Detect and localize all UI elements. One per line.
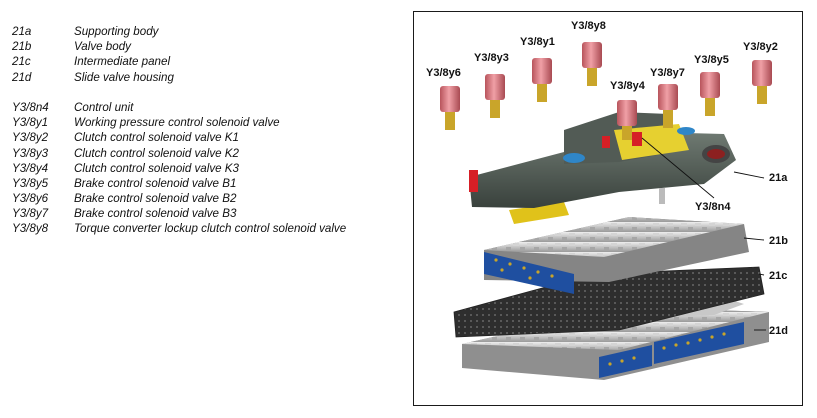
legend-code: Y3/8y4: [12, 161, 49, 175]
legend-desc: Clutch control solenoid valve K1: [74, 131, 239, 145]
legend-code: 21d: [12, 70, 32, 84]
legend-code: Y3/8y3: [12, 146, 49, 160]
legend-row-y3-8y7: Y3/8y7 Brake control solenoid valve B3: [12, 206, 346, 221]
legend-code: Y3/8y8: [12, 222, 49, 236]
exploded-view-figure: Y3/8y6 Y3/8y3 Y3/8y1 Y3/8y8 Y3/8y4 Y3/8y…: [413, 11, 803, 406]
exploded-view-drawing: Y3/8y6 Y3/8y3 Y3/8y1 Y3/8y8 Y3/8y4 Y3/8y…: [426, 20, 788, 380]
label-y3-8y4: Y3/8y4: [610, 80, 646, 92]
legend-desc: Clutch control solenoid valve K3: [74, 161, 239, 175]
legend-code: Y3/8y6: [12, 192, 49, 206]
label-y3-8n4: Y3/8n4: [695, 201, 731, 213]
label-21c: 21c: [769, 270, 787, 282]
legend-desc: Slide valve housing: [74, 70, 174, 84]
legend-desc: Intermediate panel: [74, 55, 171, 69]
legend: 21a Supporting body 21b Valve body 21c I…: [12, 24, 346, 237]
leader-line-21a: [733, 171, 765, 179]
solenoid-valve-y3-8y4: [617, 100, 637, 140]
leader-line-21c: [758, 273, 765, 276]
legend-desc: Control unit: [74, 100, 134, 114]
legend-row-y3-8n4: Y3/8n4 Control unit: [12, 100, 346, 115]
legend-desc: Brake control solenoid valve B2: [74, 192, 237, 206]
legend-code: Y3/8y5: [12, 176, 49, 190]
label-y3-8y1: Y3/8y1: [520, 36, 555, 48]
valve-body-21b: [484, 202, 749, 294]
legend-desc: Valve body: [74, 40, 131, 54]
label-y3-8y7: Y3/8y7: [650, 67, 685, 79]
legend-desc: Torque converter lockup clutch control s…: [74, 222, 347, 236]
legend-desc: Brake control solenoid valve B3: [74, 207, 237, 221]
leader-lines: [641, 137, 766, 331]
legend-row-y3-8y6: Y3/8y6 Brake control solenoid valve B2: [12, 191, 346, 206]
label-y3-8y5: Y3/8y5: [694, 54, 729, 66]
legend-code: Y3/8y2: [12, 131, 49, 145]
legend-code: 21a: [12, 25, 32, 38]
label-21b: 21b: [769, 235, 788, 247]
label-y3-8y8: Y3/8y8: [571, 20, 606, 32]
label-y3-8y2: Y3/8y2: [743, 41, 778, 53]
legend-code: Y3/8y1: [12, 116, 49, 130]
legend-row-y3-8y5: Y3/8y5 Brake control solenoid valve B1: [12, 176, 346, 191]
legend-desc: Clutch control solenoid valve K2: [74, 146, 239, 160]
legend-row-y3-8y8: Y3/8y8 Torque converter lockup clutch co…: [12, 221, 346, 236]
solenoid-valve-y3-8y8: [582, 42, 602, 86]
legend-code: 21c: [12, 55, 31, 69]
legend-desc: Supporting body: [74, 25, 159, 38]
leader-line-21b: [743, 237, 765, 241]
label-y3-8y6: Y3/8y6: [426, 67, 461, 79]
legend-row-y3-8y4: Y3/8y4 Clutch control solenoid valve K3: [12, 161, 346, 176]
supporting-body-21a: [469, 112, 736, 208]
solenoid-valve-y3-8y3: [485, 74, 505, 118]
legend-code: Y3/8y7: [12, 207, 49, 221]
label-21d: 21d: [769, 325, 788, 337]
label-y3-8y3: Y3/8y3: [474, 52, 509, 64]
solenoid-valve-y3-8y5: [700, 72, 720, 116]
legend-row-y3-8y3: Y3/8y3 Clutch control solenoid valve K2: [12, 146, 346, 161]
legend-code: Y3/8n4: [12, 100, 49, 114]
legend-row-y3-8y1: Y3/8y1 Working pressure control solenoid…: [12, 115, 346, 130]
leader-line-y3-8n4: [641, 137, 715, 199]
legend-row-21b: 21b Valve body: [12, 39, 346, 54]
solenoid-valve-y3-8y1: [532, 58, 552, 102]
solenoid-valve-y3-8y7: [658, 84, 678, 128]
legend-row-21d: 21d Slide valve housing: [12, 70, 346, 85]
legend-row-y3-8y2: Y3/8y2 Clutch control solenoid valve K1: [12, 130, 346, 145]
legend-row-21a: 21a Supporting body: [12, 24, 346, 39]
legend-desc: Working pressure control solenoid valve: [74, 116, 280, 130]
legend-row-21c: 21c Intermediate panel: [12, 54, 346, 69]
label-21a: 21a: [769, 172, 788, 184]
solenoid-valve-y3-8y6: [440, 86, 460, 130]
legend-spacer: [12, 85, 346, 100]
legend-code: 21b: [12, 40, 32, 54]
solenoid-valve-y3-8y2: [752, 60, 772, 104]
legend-desc: Brake control solenoid valve B1: [74, 176, 237, 190]
